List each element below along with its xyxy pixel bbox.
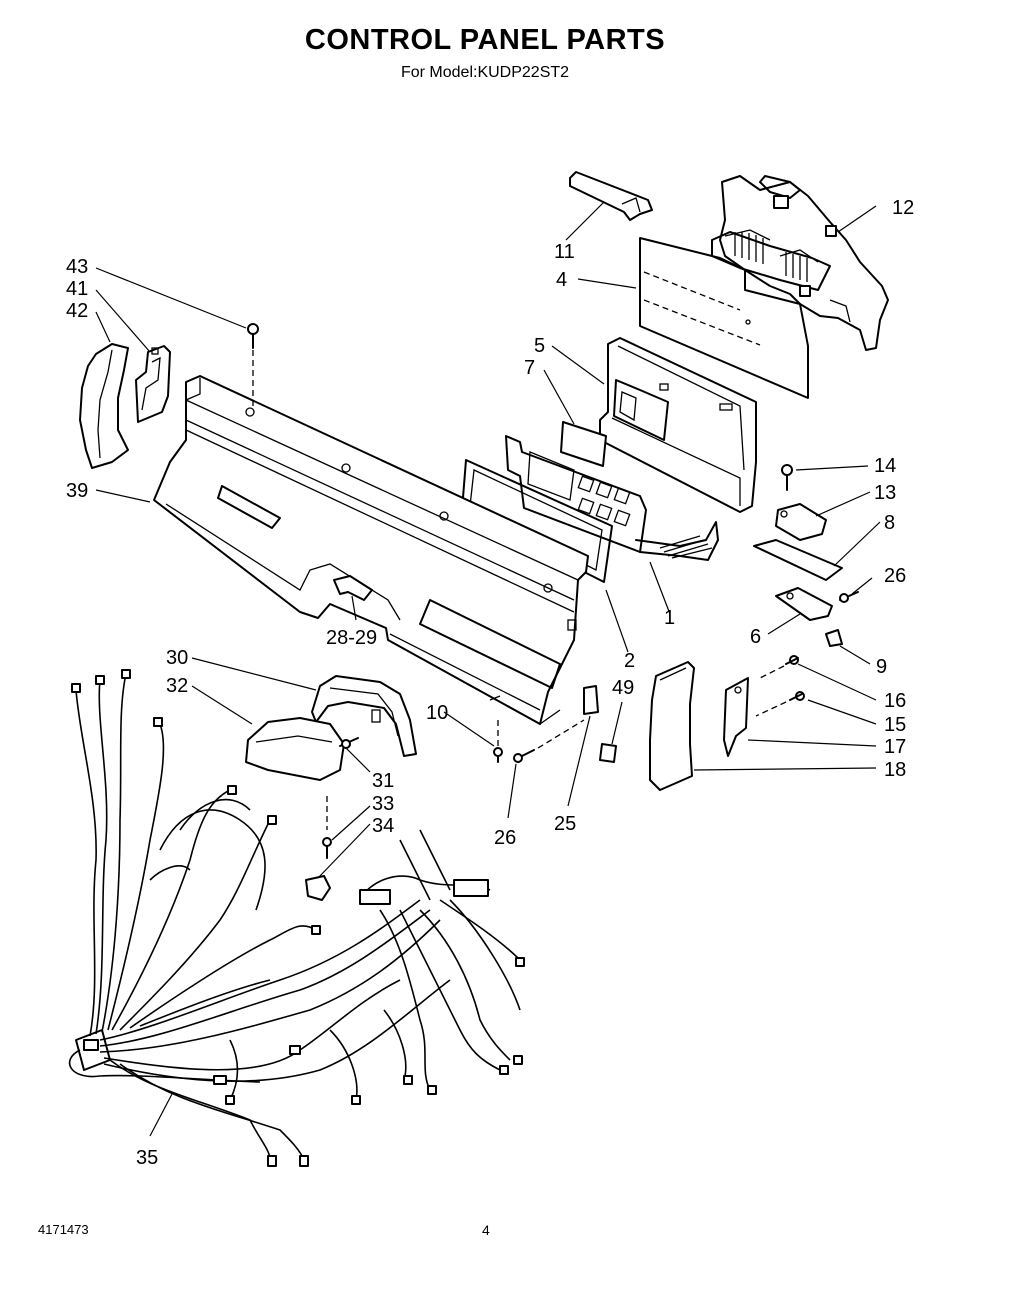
part-2-window-frame [461,459,613,583]
callout-17: 17 [884,736,906,758]
part-16-screw [759,655,799,679]
part-42-end-cap-left [79,343,129,469]
page-title: CONTROL PANEL PARTS [304,24,666,56]
callout-7: 7 [524,357,535,379]
callout-13: 13 [874,482,896,504]
callout-26-right: 26 [884,565,906,587]
part-25-clip [583,685,599,715]
part-13-switch [775,503,827,541]
part-7-label [560,421,607,467]
callout-42: 42 [66,300,88,322]
callout-31: 31 [372,770,394,792]
part-18-end-cap-right [649,661,695,791]
part-35-wire-harness [68,669,525,1167]
callout-28-29: 28-29 [326,627,377,649]
callout-6: 6 [750,626,761,648]
callout-10: 10 [426,702,448,724]
callout-15: 15 [884,714,906,736]
callout-35: 35 [136,1147,158,1169]
part-14-screw [781,464,793,491]
part-5-rear-panel [599,337,757,513]
part-26-screw-right [839,591,859,603]
callout-30: 30 [166,647,188,669]
part-9-clip [825,629,843,647]
part-32-cover [245,717,345,781]
part-4-overlay-sheet [639,237,809,399]
part-8-insulator [753,539,843,581]
callout-25: 25 [554,813,576,835]
part-31-screw [339,737,359,749]
part-6-bracket [775,587,833,621]
callout-1: 1 [664,607,675,629]
page-number: 4 [482,1222,490,1238]
part-15-screw [755,691,805,717]
part-28-29-clip [333,575,373,601]
callout-34: 34 [372,815,394,837]
part-1-keypad [505,435,719,561]
callout-26-lower: 26 [494,827,516,849]
callout-labels: 1 2 4 5 6 7 8 9 10 11 12 13 14 15 16 17 … [66,197,914,1169]
callout-49: 49 [612,677,634,699]
part-12-control-module [711,175,889,351]
part-34-clip [305,875,331,901]
callout-4: 4 [556,269,567,291]
part-10-screw [493,720,503,763]
callout-2: 2 [624,650,635,672]
callout-32: 32 [166,675,188,697]
callout-18: 18 [884,759,906,781]
part-49-button [599,743,617,763]
part-11-bracket [569,171,653,221]
part-33-screw [322,796,332,859]
callout-33: 33 [372,793,394,815]
callout-41: 41 [66,278,88,300]
part-41-end-plate [135,345,171,423]
callout-5: 5 [534,335,545,357]
leader-lines [95,201,881,1137]
callout-8: 8 [884,512,895,534]
callout-16: 16 [884,690,906,712]
callout-9: 9 [876,656,887,678]
callout-14: 14 [874,455,896,477]
part-39-console-panel [153,375,589,725]
document-number: 4171473 [38,1222,89,1237]
part-17-end-plate-right [723,677,749,757]
part-43-screw [247,323,259,410]
part-30-bracket [311,675,417,757]
part-26-screw-lower [513,719,585,763]
model-subtitle: For Model:KUDP22ST2 [400,64,570,81]
callout-11: 11 [554,241,575,263]
callout-39: 39 [66,480,88,502]
callout-43: 43 [66,256,88,278]
callout-12: 12 [892,197,914,219]
